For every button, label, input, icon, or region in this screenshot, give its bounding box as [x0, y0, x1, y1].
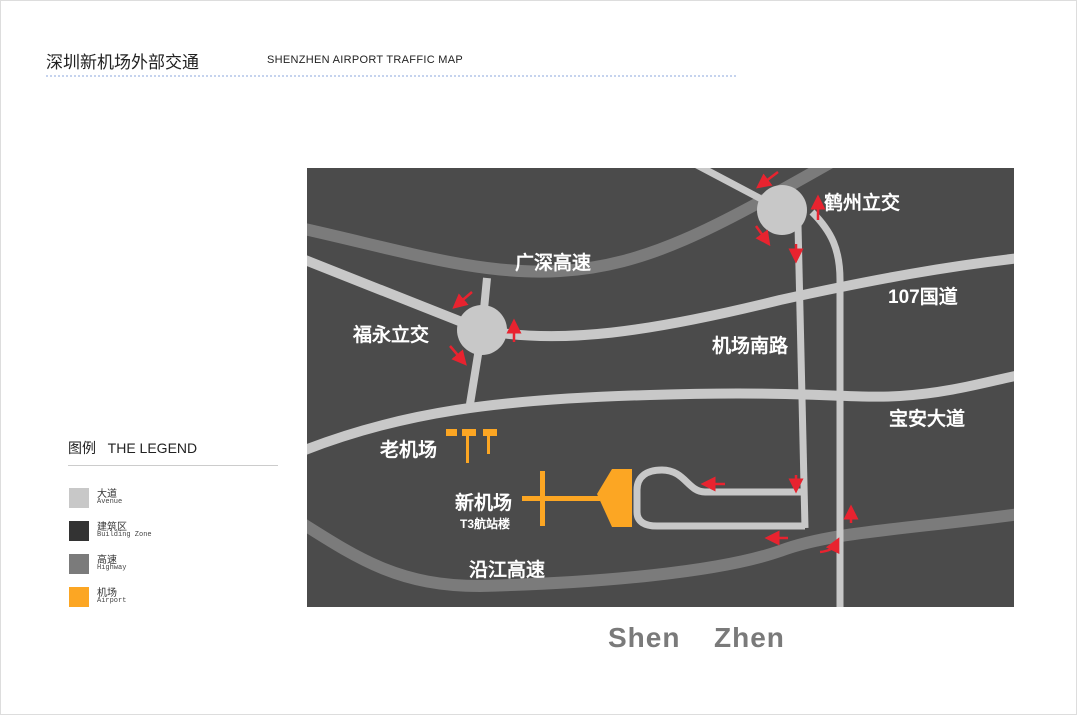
page-title: 深圳新机场外部交通: [46, 53, 199, 72]
legend-swatch: [69, 554, 89, 574]
legend-label-cn: 机场: [97, 588, 117, 599]
roundabout-fuyong: [457, 305, 507, 355]
legend-title: 图例 THE LEGEND: [68, 440, 198, 456]
legend-label-en: Building Zone: [97, 531, 152, 539]
road-107: [481, 253, 1014, 342]
legend-label-cn: 大道: [97, 489, 117, 500]
legend-divider: [68, 465, 278, 466]
highway-yanjiang: [307, 508, 1014, 593]
label-t3-terminal: T3航站楼: [460, 517, 511, 531]
new-airport-shape: [522, 469, 632, 527]
label-baoan-avenue: 宝安大道: [889, 409, 966, 430]
label-jichang-south-road: 机场南路: [712, 336, 789, 357]
legend-label-en: Airport: [97, 597, 127, 605]
label-guangshen-highway: 广深高速: [515, 253, 592, 274]
map-canvas: [307, 168, 1014, 607]
legend-label-en: Highway: [97, 564, 127, 572]
label-fuyong-interchange: 福永立交: [353, 325, 430, 346]
legend-label-cn: 高速: [97, 555, 117, 566]
label-hezhou-interchange: 鹤州立交: [824, 193, 901, 214]
highway-guangshen: [307, 168, 834, 278]
legend-label-en: Avenue: [97, 498, 123, 506]
title-divider: [46, 75, 736, 77]
label-yanjiang-highway: 沿江高速: [469, 560, 546, 581]
traffic-arrows: [449, 171, 859, 555]
legend-swatch: [69, 521, 89, 541]
label-old-airport: 老机场: [380, 440, 438, 461]
traffic-map: 鹤州立交 广深高速 107国道 福永立交 机场南路 宝安大道 老机场 新机场 T…: [307, 168, 1014, 607]
city-label: Shen Zhen: [608, 622, 785, 653]
label-new-airport: 新机场: [455, 493, 513, 514]
label-road-107: 107国道: [888, 287, 958, 308]
road-jichangnanlu: [794, 224, 809, 529]
roundabout-hezhou: [757, 185, 807, 235]
road-northwest: [307, 255, 484, 335]
legend-label-cn: 建筑区: [97, 522, 127, 533]
page-subtitle: SHENZHEN AIRPORT TRAFFIC MAP: [267, 54, 464, 66]
road-east-vertical: [809, 209, 844, 607]
legend-swatch: [69, 488, 89, 508]
old-airport-shape: [446, 429, 497, 463]
legend-swatch: [69, 587, 89, 607]
road-baoan: [307, 371, 1014, 455]
airport-loop: [633, 466, 805, 530]
